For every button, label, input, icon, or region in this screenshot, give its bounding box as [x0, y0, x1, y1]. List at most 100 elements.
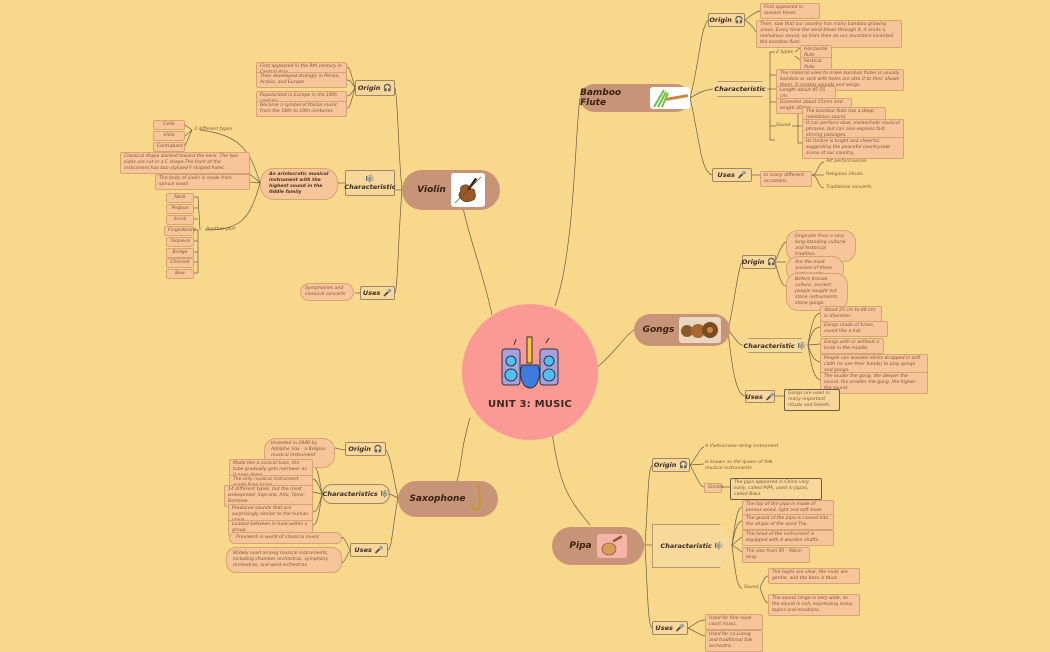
violin-part: Bridge [166, 248, 194, 258]
saxophone-icon [469, 484, 487, 514]
microphone-icon: 🎤 [383, 289, 393, 297]
violin-uses-label: Uses [362, 289, 381, 297]
gongs-origin[interactable]: Origin🎧 [742, 255, 776, 269]
violin-characteristic[interactable]: 🎼 Characteristic [344, 170, 396, 196]
gongs-uses-label: Uses [745, 392, 763, 401]
gongs-title: Gongs [642, 325, 675, 335]
gongs-characteristic-label: Characteristic [743, 341, 795, 350]
violin-type: Viola [153, 131, 185, 141]
pipa-characteristic[interactable]: Characteristic🎼 [652, 524, 732, 568]
bamboo-flute-title: Bamboo Flute [580, 88, 622, 108]
bamboo-origin-item: Then, saw that our country has many bamb… [756, 20, 902, 48]
pipa-similar-item: The pipa appeared in China very early, c… [730, 478, 822, 500]
pipa-characteristic-label: Characteristic [660, 542, 712, 550]
microphone-icon: 🎤 [765, 392, 775, 401]
microphone-icon: 🎤 [737, 171, 747, 179]
gongs-origin-label: Origin [741, 258, 765, 266]
central-topic[interactable]: UNIT 3: MUSIC [462, 304, 598, 440]
bamboo-origin[interactable]: Origin🎧 [708, 13, 745, 27]
violin-part: Fingerboard [164, 226, 196, 236]
violin-origin-label: Origin [357, 84, 381, 92]
gongs-char-item: Gongs with or without a knob in the midd… [820, 338, 884, 354]
gongs-characteristic[interactable]: Characteristic🎼 [742, 338, 808, 353]
violin-origin[interactable]: Origin🎧 [355, 80, 395, 96]
bamboo-origin-label: Origin [709, 16, 732, 24]
violin-use-item: Symphonies and classical concerts [300, 283, 354, 301]
central-topic-title: UNIT 3: MUSIC [488, 398, 572, 410]
bamboo-flute-icon [650, 87, 690, 109]
violin-char-mid: An aristocratic musical instrument with … [260, 168, 338, 200]
saxophone-use-item: Widely used among musical instruments, i… [226, 547, 342, 573]
violin-part: Tailpiece [166, 237, 194, 247]
pipa-sound-label: Sound [744, 585, 759, 590]
saxophone-characteristic[interactable]: Characteristics🎼 [322, 484, 390, 504]
violin-origin-item: Became a symbol of Italian music from th… [256, 101, 347, 117]
microphone-icon: 🎤 [675, 624, 685, 632]
bamboo-char-item: The material used to make bamboo flutes … [776, 69, 904, 91]
bamboo-origin-item: First appeared in ancient times. [760, 3, 820, 19]
violin-part: Scroll [166, 215, 194, 225]
bamboo-use-item: Art performances. [826, 159, 868, 164]
topic-violin[interactable]: Violin [402, 170, 500, 210]
bamboo-sound-item: Its timbre is bright and cheerful, sugge… [802, 137, 904, 159]
bamboo-uses-mid: In many different occasions. [760, 171, 812, 187]
violin-type: Contrabass [153, 142, 185, 152]
violin-char-item: The body of violin is made from spruce w… [155, 174, 250, 190]
bamboo-sound-item: It can perform slow, melancholic musical… [802, 119, 904, 141]
saxophone-uses[interactable]: Uses🎤 [350, 543, 388, 557]
gongs-char-item: The louder the gong, the deeper the soun… [820, 372, 928, 394]
saxophone-uses-label: Uses [354, 546, 372, 554]
microphone-icon: 🎤 [374, 546, 384, 554]
pipa-char-item: The size from 95 - 98cm long. [742, 547, 810, 563]
bamboo-sound-label: Sound [776, 123, 791, 128]
topic-saxophone[interactable]: Saxophone [398, 481, 498, 517]
violin-icon [450, 173, 485, 207]
violin-part: Neck [166, 193, 194, 203]
saxophone-origin[interactable]: Origin🎧 [345, 442, 386, 456]
gongs-icon [679, 317, 722, 343]
headphones-icon: 🎧 [679, 461, 689, 469]
topic-bamboo-flute[interactable]: Bamboo Flute [580, 84, 690, 112]
pipa-uses[interactable]: Uses🎤 [652, 621, 688, 635]
pipa-similar-label: Similar [704, 483, 724, 493]
instrument-icon: 🎼 [797, 341, 807, 350]
saxophone-origin-label: Origin [348, 445, 371, 453]
bamboo-characteristic-label: Characteristic [714, 85, 766, 93]
bamboo-use-item: Religious rituals. [826, 172, 865, 177]
violin-part: Pegbox [166, 204, 194, 214]
pipa-origin-item: A Vietnamese string instrument. [705, 444, 780, 449]
bamboo-uses[interactable]: Uses🎤 [712, 168, 752, 182]
gongs-char-item: Gongs made of brass, round like a hat. [820, 321, 888, 337]
violin-part: Bow [166, 269, 194, 279]
gongs-uses[interactable]: Uses🎤 [745, 390, 775, 403]
bamboo-uses-label: Uses [717, 171, 735, 179]
pipa-char-item: The guard of the pipa is carved into the… [742, 514, 834, 530]
headphones-icon: 🎧 [373, 445, 383, 453]
pipa-title: Pipa [569, 541, 592, 551]
pipa-icon [596, 534, 627, 558]
topic-pipa[interactable]: Pipa [552, 527, 644, 565]
music-instruments-icon [501, 336, 559, 388]
pipa-origin[interactable]: Origin🎧 [652, 458, 690, 472]
bamboo-use-item: Traditional concerts. [826, 185, 873, 190]
headphones-icon: 🎧 [383, 84, 393, 92]
pipa-use-item: Used for fine royal court music. [705, 614, 763, 630]
pipa-sound-item: The sound range is very wide, so the sou… [768, 594, 860, 616]
violin-part: Chinrest [166, 258, 194, 268]
gongs-origin-item: Before bronze culture, ancient people so… [786, 273, 848, 311]
violin-parts-label: Another part [206, 227, 236, 232]
topic-gongs[interactable]: Gongs [634, 314, 730, 346]
instrument-icon: 🎼 [714, 542, 724, 550]
gongs-use-item: Gongs are used in many important rituals… [784, 389, 840, 411]
bamboo-types-label: 2 types [776, 50, 794, 55]
violin-types-label: 3 different types [194, 127, 233, 132]
bamboo-characteristic[interactable]: Characteristic [712, 81, 768, 97]
violin-uses[interactable]: Uses🎤 [360, 286, 395, 300]
violin-char-item: Classical shape slanted toward the neck.… [120, 152, 250, 174]
violin-origin-item: Then developed strongly in Persia, Arabi… [256, 72, 347, 88]
gongs-char-item: About 25 cm to 60 cm in diameter. [820, 306, 882, 322]
pipa-origin-label: Origin [653, 461, 677, 469]
violin-type: Cello [153, 120, 185, 130]
